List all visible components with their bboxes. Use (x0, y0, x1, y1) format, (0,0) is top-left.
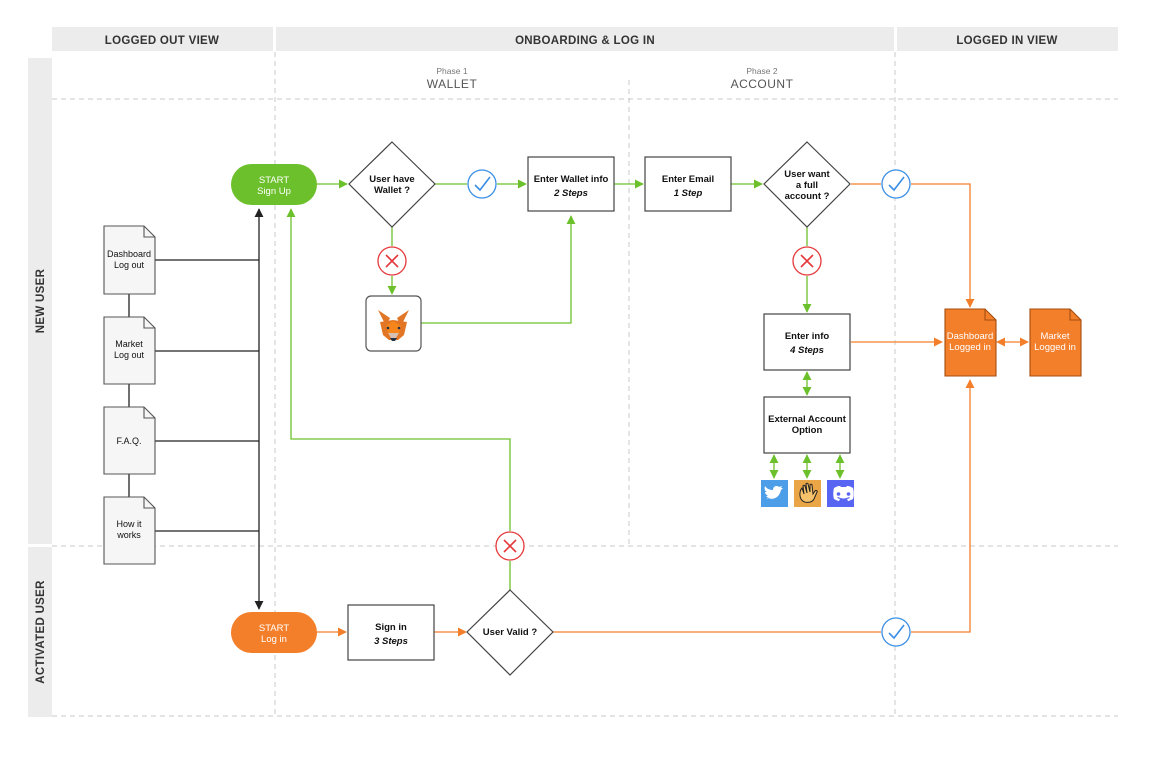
check-circle-icon (881, 169, 911, 199)
lane-new-user: NEW USER (35, 268, 47, 333)
check-circle-icon (881, 617, 911, 647)
phase-1-label: Phase 1 (436, 66, 467, 76)
column-headers: LOGGED OUT VIEW ONBOARDING & LOG IN LOGG… (52, 27, 1118, 51)
page-connectors (128, 208, 264, 610)
enter-email-node[interactable]: Enter Email 1 Step (644, 156, 732, 212)
lane-activated-user: ACTIVATED USER (35, 580, 47, 684)
page-label-line1: Market (115, 339, 143, 349)
grid-lines (52, 52, 1118, 717)
start-login-node[interactable]: START Log in (231, 612, 317, 653)
waving-hand-icon[interactable] (794, 480, 821, 507)
start-signup-line2: Sign Up (257, 186, 291, 197)
discord-icon[interactable] (827, 480, 854, 507)
node-line1: Market (1040, 331, 1069, 342)
page-how-it-works[interactable]: How it works (103, 496, 156, 565)
cross-circle-icon (792, 246, 822, 276)
node-line2: 3 Steps (374, 636, 408, 647)
node-line2: 4 Steps (789, 345, 824, 356)
node-line1: Sign in (375, 622, 407, 633)
start-signup-node[interactable]: START Sign Up (231, 164, 317, 205)
page-label-line1: Dashboard (107, 249, 151, 259)
decision-line3: account ? (785, 191, 830, 202)
node-line2: Logged in (949, 342, 991, 353)
market-logged-in-node[interactable]: Market Logged in (1029, 308, 1082, 377)
decision-line1: User want (784, 169, 830, 180)
cross-circle-icon (377, 246, 407, 276)
header-onboarding: ONBOARDING & LOG IN (515, 35, 655, 47)
metamask-fox-icon (378, 310, 409, 341)
node-line1: External Account (768, 414, 847, 425)
node-line2: 2 Steps (553, 188, 588, 199)
node-line1: Dashboard (947, 331, 993, 342)
node-line2: 1 Step (674, 188, 703, 199)
node-line2: Logged in (1034, 342, 1076, 353)
cross-circle-icon (495, 531, 525, 561)
page-label-line2: Log out (114, 260, 145, 270)
page-label-line1: F.A.Q. (116, 436, 141, 446)
decision-line1: User Valid ? (483, 627, 538, 638)
decision-line2: a full (796, 180, 818, 191)
enter-info-node[interactable]: Enter info 4 Steps (763, 313, 851, 371)
metamask-node[interactable] (365, 295, 422, 352)
decision-user-have-wallet[interactable]: User have Wallet ? (348, 141, 436, 228)
start-signup-line1: START (259, 175, 289, 186)
page-label-line2: Log out (114, 350, 145, 360)
header-logged-out: LOGGED OUT VIEW (105, 35, 219, 47)
page-faq[interactable]: F.A.Q. (103, 406, 156, 475)
node-line1: Enter Wallet info (534, 174, 609, 185)
decision-line2: Wallet ? (374, 185, 410, 196)
check-circle-icon (467, 169, 497, 199)
page-label-line1: How it (116, 519, 142, 529)
start-login-line1: START (259, 623, 289, 634)
node-line1: Enter Email (662, 174, 714, 185)
page-label-line2: works (116, 530, 141, 540)
phase-2-name: ACCOUNT (731, 77, 794, 91)
decision-user-want-account[interactable]: User want a full account ? (763, 141, 851, 228)
sign-in-node[interactable]: Sign in 3 Steps (347, 604, 435, 661)
dashboard-logged-in-node[interactable]: Dashboard Logged in (944, 308, 997, 377)
lane-headers: NEW USER ACTIVATED USER (28, 58, 52, 717)
page-dashboard-logout[interactable]: Dashboard Log out (103, 225, 156, 295)
external-account-node[interactable]: External Account Option (763, 396, 851, 454)
green-connectors (286, 179, 845, 590)
twitter-icon[interactable] (761, 480, 788, 507)
phase-2-label: Phase 2 (746, 66, 777, 76)
decision-line1: User have (369, 174, 414, 185)
phase-1-name: WALLET (427, 77, 478, 91)
page-market-logout[interactable]: Market Log out (103, 316, 156, 385)
node-line2: Option (792, 425, 823, 436)
decision-user-valid[interactable]: User Valid ? (466, 589, 554, 676)
enter-wallet-info-node[interactable]: Enter Wallet info 2 Steps (527, 156, 615, 212)
header-logged-in: LOGGED IN VIEW (956, 35, 1057, 47)
start-login-line2: Log in (261, 634, 287, 645)
orange-connectors (317, 183, 1029, 637)
node-line1: Enter info (785, 331, 830, 342)
